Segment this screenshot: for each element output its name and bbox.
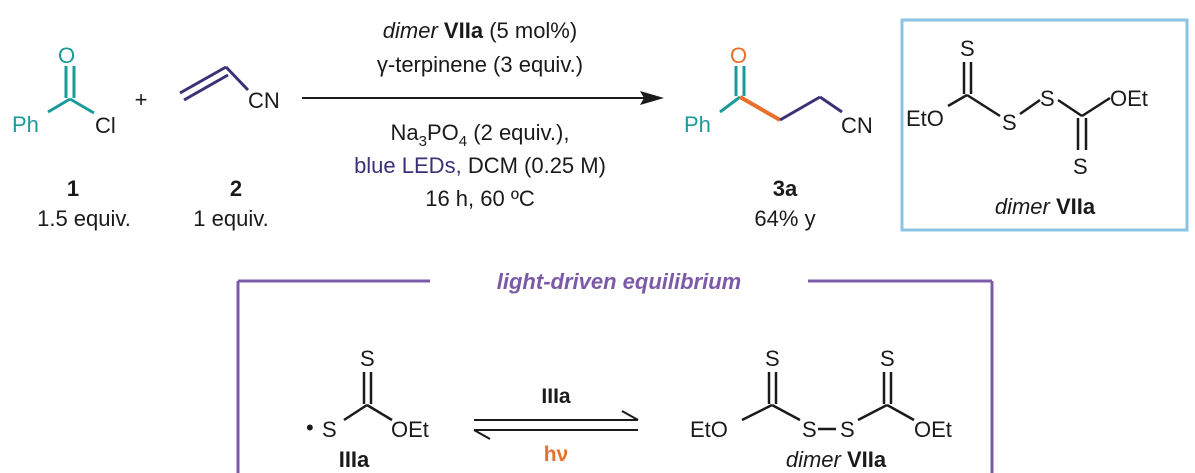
atom-EtO: EtO — [690, 417, 728, 442]
compound-number-2: 2 — [230, 176, 242, 201]
radical-IIIa: S • S OEt IIIa — [306, 346, 429, 472]
dimer-box: S EtO S S OEt S dimer VIIa — [900, 18, 1189, 232]
atom-S: S — [322, 417, 337, 442]
yield: 64% y — [754, 206, 815, 231]
condition-catalyst: dimer VIIa (5 mol%) — [383, 18, 577, 43]
atom-Ph: Ph — [684, 112, 711, 137]
condition-base: Na3PO4 (2 equiv.), — [391, 120, 570, 150]
reagent-acrylonitrile: CN 2 1 equiv. — [179, 65, 280, 231]
atom-EtO: EtO — [906, 106, 944, 131]
reaction-conditions: dimer VIIa (5 mol%) γ-terpinene (3 equiv… — [302, 18, 664, 211]
arrow-top-label: IIIa — [541, 385, 571, 408]
atom-S: S — [1002, 110, 1017, 135]
atom-OEt: OEt — [1110, 86, 1148, 111]
amount-2: 1 equiv. — [193, 206, 268, 231]
dimer-VIIa: S S EtO S S OEt dimer VIIa — [690, 346, 952, 472]
arrow-bottom-label: hν — [544, 443, 569, 466]
atom-S: S — [880, 346, 895, 371]
atom-S: S — [765, 346, 780, 371]
compound-number-1: 1 — [67, 176, 79, 201]
atom-S: S — [802, 417, 817, 442]
atom-O: O — [730, 43, 747, 68]
radical-label: IIIa — [339, 447, 370, 472]
atom-S: S — [1073, 154, 1088, 179]
atom-CN: CN — [841, 113, 873, 138]
atom-S: S — [1040, 86, 1055, 111]
atom-CN: CN — [248, 88, 280, 113]
amount-1: 1.5 equiv. — [37, 206, 131, 231]
atom-S: S — [840, 417, 855, 442]
plus-sign: + — [135, 87, 148, 112]
atom-O: O — [58, 43, 75, 68]
atom-S: S — [960, 36, 975, 61]
dimer-label: dimer VIIa — [995, 194, 1096, 219]
equilibrium-arrows: IIIa hν — [473, 385, 639, 466]
equilibrium-title: light-driven equilibrium — [497, 269, 741, 294]
condition-terpinene: γ-terpinene (3 equiv.) — [377, 52, 583, 77]
equilibrium-box: light-driven equilibrium S • S OEt IIIa … — [236, 269, 994, 473]
atom-OEt: OEt — [391, 417, 429, 442]
compound-number-3a: 3a — [773, 176, 798, 201]
product-3a: O Ph CN 3a 64% y — [684, 43, 873, 231]
radical-dot: • — [306, 415, 314, 440]
dimer-label: dimer VIIa — [786, 447, 887, 472]
atom-Cl: Cl — [95, 113, 116, 138]
condition-light-solvent: blue LEDs, DCM (0.25 M) — [354, 153, 606, 178]
atom-OEt: OEt — [914, 417, 952, 442]
condition-time-temp: 16 h, 60 ºC — [425, 186, 535, 211]
reagent-benzoyl-chloride: O Ph Cl 1 1.5 equiv. — [12, 43, 131, 231]
atom-S: S — [360, 346, 375, 371]
atom-Ph: Ph — [12, 112, 39, 137]
